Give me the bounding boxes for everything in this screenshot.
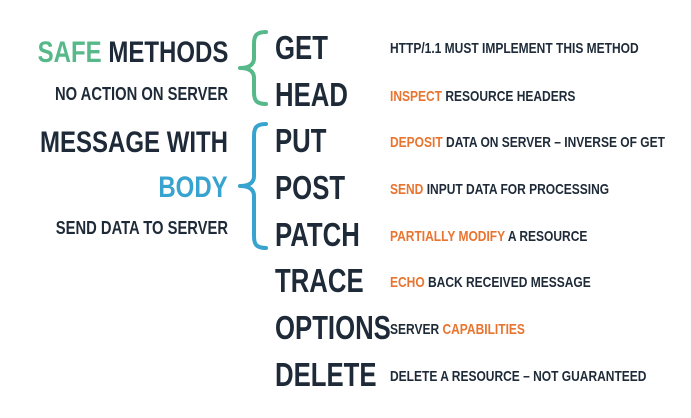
method-post: POST bbox=[275, 169, 346, 206]
desc-options-highlight: CAPABILITIES bbox=[442, 321, 525, 338]
method-put: PUT bbox=[275, 122, 327, 159]
desc-put-text: DATA ON SERVER – INVERSE OF GET bbox=[446, 134, 665, 151]
desc-patch: PARTIALLY MODIFY A RESOURCE bbox=[390, 229, 587, 244]
method-get: GET bbox=[275, 29, 328, 66]
desc-put: DEPOSIT DATA ON SERVER – INVERSE OF GET bbox=[390, 135, 665, 150]
body-subtitle: SEND DATA TO SERVER bbox=[55, 218, 228, 238]
body-title-line1: MESSAGE WITH bbox=[39, 126, 228, 159]
safe-subtitle: NO ACTION ON SERVER bbox=[54, 84, 228, 104]
desc-get: HTTP/1.1 MUST IMPLEMENT THIS METHOD bbox=[390, 41, 639, 56]
method-head: HEAD bbox=[275, 76, 348, 113]
method-options: OPTIONS bbox=[275, 309, 391, 346]
desc-trace: ECHO BACK RECEIVED MESSAGE bbox=[390, 275, 591, 290]
desc-options-prefix: SERVER bbox=[390, 321, 440, 338]
desc-patch-text: A RESOURCE bbox=[507, 228, 588, 245]
safe-brace-icon bbox=[238, 30, 268, 106]
safe-methods-title: SAFE METHODS bbox=[37, 38, 228, 68]
desc-head-highlight: INSPECT bbox=[390, 88, 443, 105]
desc-delete-text: DELETE A RESOURCE – NOT GUARANTEED bbox=[390, 368, 647, 385]
desc-trace-highlight: ECHO bbox=[390, 274, 425, 291]
desc-post: SEND INPUT DATA FOR PROCESSING bbox=[390, 182, 609, 197]
method-trace: TRACE bbox=[275, 262, 364, 299]
body-brace-icon bbox=[238, 122, 268, 250]
desc-put-highlight: DEPOSIT bbox=[390, 134, 443, 151]
desc-head-text: RESOURCE HEADERS bbox=[445, 88, 576, 105]
desc-get-text: HTTP/1.1 MUST IMPLEMENT THIS METHOD bbox=[390, 40, 639, 57]
method-delete: DELETE bbox=[275, 356, 377, 393]
body-highlight: BODY bbox=[158, 171, 228, 204]
desc-post-text: INPUT DATA FOR PROCESSING bbox=[426, 181, 610, 198]
desc-post-highlight: SEND bbox=[390, 181, 424, 198]
desc-patch-highlight: PARTIALLY MODIFY bbox=[390, 228, 505, 245]
safe-title-rest: METHODS bbox=[108, 36, 228, 69]
safe-highlight: SAFE bbox=[37, 36, 102, 69]
desc-trace-text: BACK RECEIVED MESSAGE bbox=[428, 274, 591, 291]
desc-head: INSPECT RESOURCE HEADERS bbox=[390, 89, 575, 104]
desc-options: SERVER CAPABILITIES bbox=[390, 322, 525, 337]
desc-delete: DELETE A RESOURCE – NOT GUARANTEED bbox=[390, 369, 646, 384]
method-patch: PATCH bbox=[275, 216, 360, 253]
